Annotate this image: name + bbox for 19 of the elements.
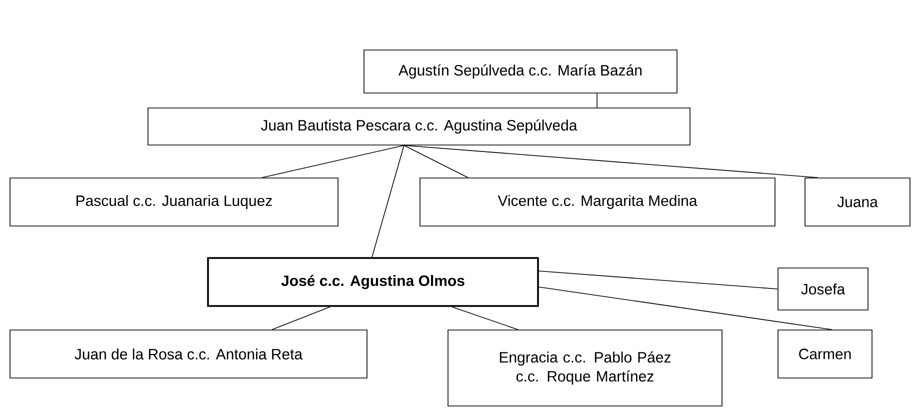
connector-line [372,145,404,258]
person-box: Juan Bautista Pescara c.c. Agustina Sepúlveda [148,108,690,146]
person-box: Vicente c.c. Margarita Medina [420,178,776,226]
person-box: Juan de la Rosa c.c. Antonia Reta [10,330,368,378]
person-box: Pascual c.c. Juanaria Luquez [10,178,338,226]
connector-line [596,93,598,108]
person-box: José c.c. Agustina Olmos [207,257,539,307]
connector-line [538,286,832,330]
connector-line [272,306,330,330]
person-box: Engracia c.c. Pablo Páez c.c. Roque Martínez [448,330,722,406]
connector-line [404,145,818,178]
connector-line [538,270,778,290]
person-box: Juana [804,178,910,226]
person-box: Carmen [778,330,872,378]
person-box: Josefa [778,268,868,310]
person-box: Agustín Sepúlveda c.c. María Bazán [364,50,678,94]
connector-line [452,306,518,330]
connector-line [404,145,468,178]
connector-line [262,145,404,178]
